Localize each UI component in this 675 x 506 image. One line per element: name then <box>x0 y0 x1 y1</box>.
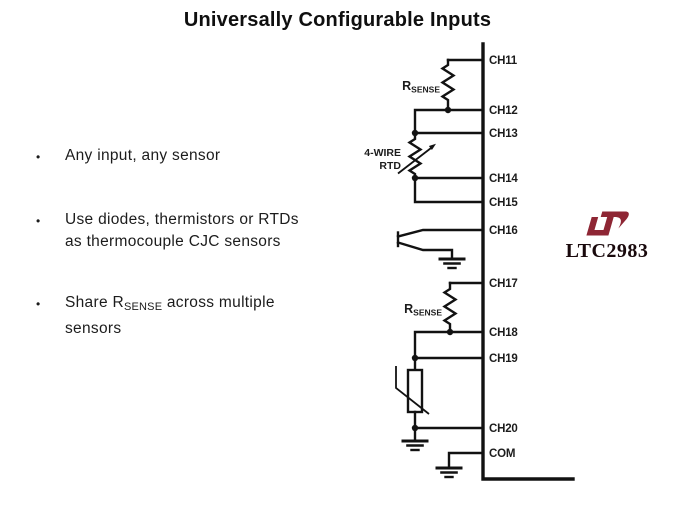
bullet-marker: • <box>36 150 41 164</box>
bullet-marker: • <box>36 297 41 311</box>
bullet-item-1: • Any input, any sensor <box>36 145 366 168</box>
pin-label-ch13: CH13 <box>489 128 518 140</box>
pin-label-ch11: CH11 <box>489 55 518 67</box>
rsense-top-label: RSENSE <box>402 79 440 95</box>
bullet-item-3: • Share RSENSE across multiple sensors <box>36 292 366 340</box>
thermocouple-symbol <box>396 228 485 259</box>
ground-symbol <box>435 466 463 479</box>
pin-label-ch12: CH12 <box>489 105 518 117</box>
logo-letter-l <box>586 217 604 236</box>
bullet-text: as thermocouple CJC sensors <box>65 233 281 250</box>
sense-resistor-top <box>440 58 456 112</box>
ch20-wire <box>413 410 485 430</box>
rtd-label-line1: 4-WIRE <box>364 147 401 159</box>
rtd-resistor <box>407 131 423 180</box>
junction-dot <box>446 328 454 336</box>
bullet-text-subscript: SENSE <box>123 301 163 313</box>
pin-label-com: COM <box>489 448 515 460</box>
rtd-variable-arrow <box>397 145 434 175</box>
pin-label-ch18: CH18 <box>489 327 518 339</box>
ground-symbol <box>401 426 429 452</box>
pin-label-ch19: CH19 <box>489 353 518 365</box>
ic-outline <box>481 42 575 481</box>
pin-label-ch20: CH20 <box>489 423 518 435</box>
bullet-text: across multiple <box>162 294 275 311</box>
pin-label-ch15: CH15 <box>489 197 518 209</box>
slide-title: Universally Configurable Inputs <box>183 9 492 31</box>
bullet-marker: • <box>36 214 41 228</box>
bullet-text: Use diodes, thermistors or RTDs <box>65 211 299 228</box>
circuit-diagram: RSENSE 4-WIRE RTD RSENSE <box>364 42 575 481</box>
ch18-wire <box>413 330 485 360</box>
bullet-text: Any input, any sensor <box>65 147 221 164</box>
pin-label-ch17: CH17 <box>489 278 518 290</box>
junction-dot <box>444 106 452 114</box>
ch12-wire <box>413 108 485 135</box>
rtd-arrowhead <box>428 143 436 150</box>
bullet-text: sensors <box>65 320 122 337</box>
ch14-ch15-wires <box>413 176 485 204</box>
logo-letter-t <box>600 211 629 236</box>
thermistor-slash <box>395 366 430 415</box>
sense-resistor-bottom <box>442 281 458 334</box>
part-number: LTC2983 <box>565 240 649 262</box>
pin-label-ch16: CH16 <box>489 225 518 237</box>
pin-label-ch14: CH14 <box>489 173 518 185</box>
ground-symbol <box>438 257 466 270</box>
rsense-bottom-label: RSENSE <box>404 302 442 318</box>
linear-technology-logo-icon <box>586 211 629 236</box>
bullet-item-2: • Use diodes, thermistors or RTDs as the… <box>36 209 366 253</box>
bullet-text: Share R <box>65 294 124 311</box>
com-wire <box>447 451 485 468</box>
rtd-label-line2: RTD <box>379 160 401 172</box>
